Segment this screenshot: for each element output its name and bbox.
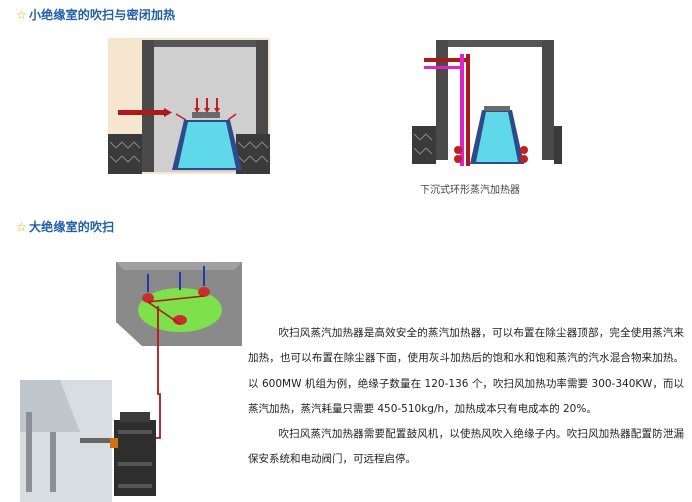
article-body: 吹扫风蒸汽加热器是高效安全的蒸汽加热器，可以布置在除尘器顶部，完全使用蒸汽来加热… (248, 321, 684, 473)
star-icon: ☆ (16, 8, 27, 22)
small-chamber-purge-diagram (108, 38, 270, 174)
figure-caption: 下沉式环形蒸汽加热器 (420, 185, 520, 196)
section-heading-large-chamber: ☆大绝缘室的吹扫 (16, 218, 114, 235)
large-chamber-steam-heater-diagram (20, 262, 242, 502)
sunken-ring-steam-heater-diagram (412, 40, 562, 166)
section-title: 小绝缘室的吹扫与密闭加热 (28, 8, 176, 22)
section-title: 大绝缘室的吹扫 (28, 220, 115, 234)
paragraph: 吹扫风蒸汽加热器需要配置鼓风机，以使热风吹入绝缘子内。吹扫风加热器配置防泄漏保安… (248, 428, 684, 466)
section-heading-small-chamber: ☆小绝缘室的吹扫与密闭加热 (16, 6, 175, 23)
star-icon: ☆ (16, 220, 27, 234)
paragraph: 吹扫风蒸汽加热器是高效安全的蒸汽加热器，可以布置在除尘器顶部，完全使用蒸汽来加热… (248, 327, 684, 415)
